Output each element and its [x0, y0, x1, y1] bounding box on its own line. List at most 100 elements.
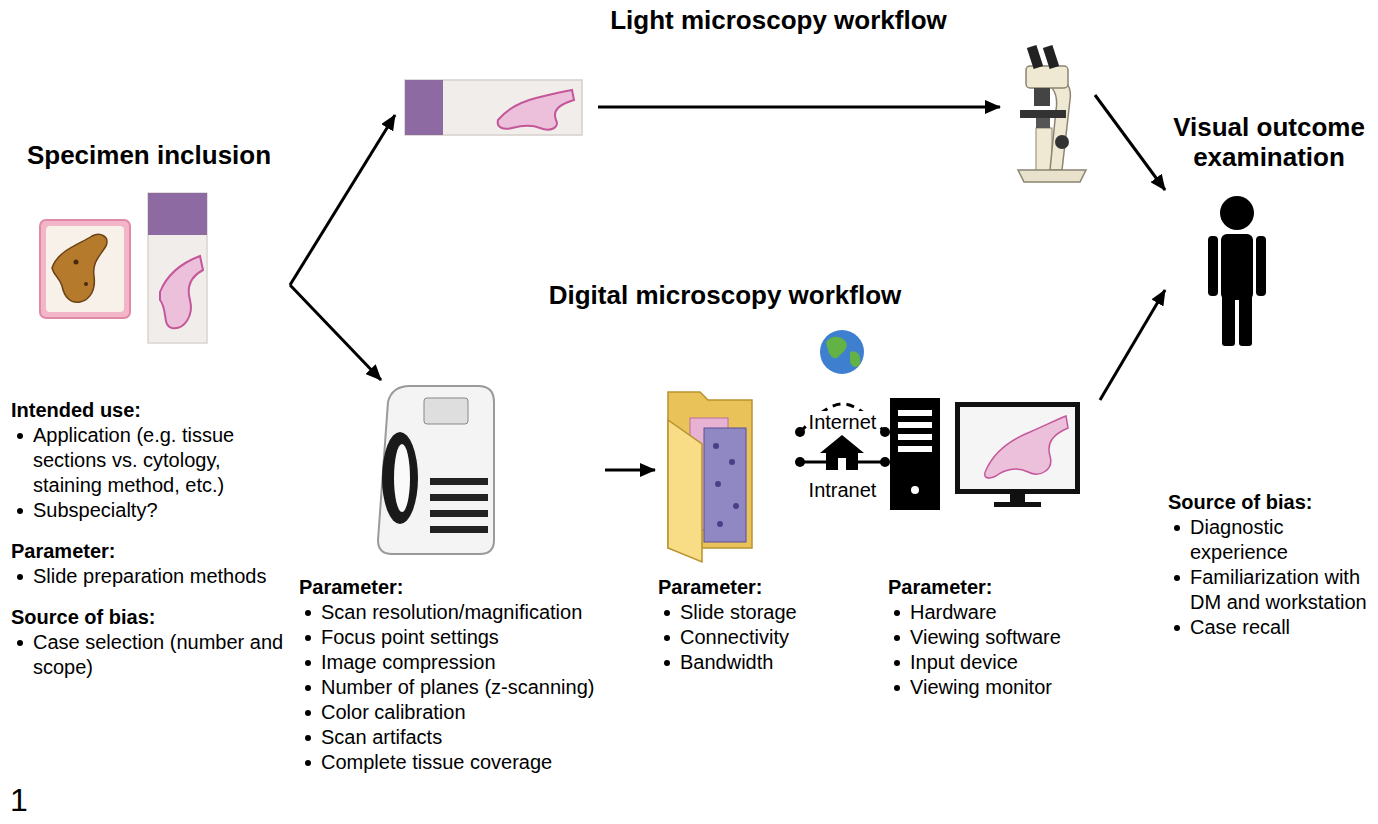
- cell-dot: [717, 521, 723, 527]
- list-item: Subspecialty?: [11, 498, 287, 523]
- connector-group: [1095, 95, 1165, 190]
- list-item: Complete tissue coverage: [299, 750, 602, 775]
- cytology-image: [704, 428, 746, 542]
- figure-leg: [1222, 292, 1235, 346]
- list-item: Slide storage: [658, 600, 797, 625]
- house-door: [838, 458, 846, 470]
- connector-label: Internet: [807, 411, 879, 433]
- specimen-stage: Specimen inclusionIntended use:Applicati…: [8, 140, 290, 680]
- image-folder: [668, 392, 752, 562]
- list-item: Application (e.g. tissue sections vs. cy…: [11, 423, 287, 498]
- list-heading: Source of bias:: [1168, 490, 1370, 515]
- house-roof: [820, 435, 864, 453]
- drive-bay: [898, 410, 932, 416]
- list-item: Viewing software: [888, 625, 1097, 650]
- folder-front: [668, 420, 702, 562]
- connector-group: [290, 115, 395, 285]
- connector-arrow: [1100, 290, 1165, 400]
- slide-glass: [148, 193, 207, 343]
- scanner-opening-light: [394, 444, 410, 512]
- glass-slide: [405, 80, 582, 135]
- connector-group: [795, 404, 890, 437]
- computer-tower: [890, 398, 940, 510]
- drive-bay: [898, 422, 932, 428]
- slide-label-area: [405, 80, 443, 135]
- list-item: Viewing monitor: [888, 675, 1097, 700]
- scanner-opening: [382, 432, 418, 524]
- objective: [1034, 88, 1050, 106]
- list-item: Bandwidth: [658, 650, 797, 675]
- list-heading: Intended use:: [11, 398, 287, 423]
- observer-figure: [1208, 196, 1266, 346]
- cell-dot: [729, 459, 735, 465]
- list-heading: Parameter:: [299, 575, 602, 600]
- list-heading: Source of bias:: [11, 605, 287, 630]
- connector-dot: [795, 457, 805, 467]
- cell-dot: [713, 443, 719, 449]
- intranet-house: [820, 435, 864, 470]
- tissue-spot: [74, 260, 79, 265]
- scanner-stage: Parameter:Scan resolution/magnificationF…: [296, 380, 605, 775]
- cell-dot: [733, 503, 739, 509]
- connector-arrow: [1095, 95, 1165, 190]
- tower-case: [890, 398, 940, 510]
- flow-arrow: [598, 106, 1000, 109]
- stained-section: [160, 256, 203, 328]
- list-item: Scan resolution/magnification: [299, 600, 602, 625]
- slide-label-area: [148, 193, 207, 235]
- connector-dot: [795, 427, 805, 437]
- list-heading: Parameter:: [658, 575, 797, 600]
- list-item: Input device: [888, 650, 1097, 675]
- monitor-frame: [955, 402, 1080, 494]
- scanner-body: [378, 386, 494, 554]
- list-item: Color calibration: [299, 700, 602, 725]
- scanner-vent: [430, 510, 488, 517]
- stained-section: [498, 90, 574, 130]
- cassette-frame: [40, 220, 130, 318]
- condenser: [1036, 118, 1050, 128]
- tissue-sample: [52, 234, 107, 302]
- internet-globe: [820, 330, 864, 374]
- connector-group: [1100, 290, 1165, 400]
- drive-bay: [898, 446, 932, 452]
- connector-dot: [880, 457, 890, 467]
- figure-arm: [1256, 236, 1266, 296]
- glass-slide: [148, 193, 207, 343]
- connector-dot: [880, 427, 890, 437]
- eyepiece: [1043, 45, 1059, 69]
- scanner-vent: [430, 526, 488, 533]
- stage-heading: Specimen inclusion: [11, 140, 287, 170]
- figure-head: [1220, 196, 1254, 230]
- figure-arm: [1208, 236, 1218, 296]
- dashed-link: [800, 404, 885, 432]
- list-heading: Parameter:: [888, 575, 1097, 600]
- globe-land: [850, 351, 860, 367]
- scanner-display: [424, 398, 468, 424]
- microscope-head: [1026, 66, 1068, 88]
- list-item: Slide preparation methods: [11, 564, 287, 589]
- tissue-spot: [84, 282, 88, 286]
- list-item: Image compression: [299, 650, 602, 675]
- workstation-stage: Parameter:HardwareViewing softwareInput …: [885, 380, 1100, 700]
- connector-group: [605, 470, 655, 471]
- eyepiece: [1027, 45, 1043, 69]
- tissue-cassette: [40, 220, 130, 318]
- globe-land: [826, 337, 847, 359]
- storage-stage: Parameter:Slide storageConnectivityBandw…: [655, 380, 800, 675]
- monitor-screen: [960, 407, 1075, 489]
- list-item: Number of planes (z-scanning): [299, 675, 602, 700]
- list-item: Scan artifacts: [299, 725, 602, 750]
- connector-arrow: [290, 285, 381, 380]
- list-item: Familiarization with DM and workstation: [1168, 565, 1370, 615]
- figure-leg: [1239, 292, 1252, 346]
- examination-stage: Visual outcome examinationSource of bias…: [1165, 112, 1373, 640]
- connector-arrow: [605, 469, 655, 472]
- list-heading: Parameter:: [11, 539, 287, 564]
- cell-dot: [715, 481, 721, 487]
- list-item: Case selection (number and scope): [11, 630, 287, 680]
- focus-knob: [1055, 135, 1069, 149]
- list-item: Hardware: [888, 600, 1097, 625]
- viewing-monitor: [955, 402, 1080, 507]
